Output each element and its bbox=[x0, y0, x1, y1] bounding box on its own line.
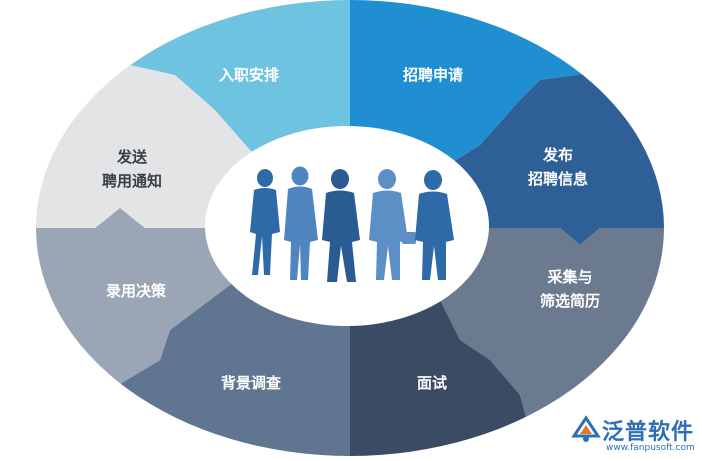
brand-name: 泛普软件 bbox=[602, 420, 695, 445]
business-people-silhouettes-icon bbox=[250, 166, 454, 282]
label-publish-job-info-line1: 发布 bbox=[542, 146, 573, 164]
label-send-offer-line2: 聘用通知 bbox=[102, 172, 162, 190]
label-send-offer-line1: 发送 bbox=[116, 148, 148, 166]
brand-url: www.fanpusoft.com bbox=[606, 443, 695, 453]
brand-watermark: 泛普软件 www.fanpusoft.com bbox=[570, 412, 698, 458]
label-resume-screening-line2: 筛选简历 bbox=[540, 292, 600, 310]
label-onboarding: 入职安排 bbox=[219, 66, 279, 84]
label-hiring-decision: 录用决策 bbox=[106, 282, 167, 300]
label-recruitment-application: 招聘申请 bbox=[403, 66, 463, 84]
label-interview: 面试 bbox=[417, 374, 447, 392]
label-publish-job-info-line2: 招聘信息 bbox=[528, 170, 588, 188]
label-resume-screening-line1: 采集与 bbox=[546, 268, 592, 286]
brand-logo-icon bbox=[571, 415, 601, 442]
label-background-check: 背景调查 bbox=[221, 374, 282, 392]
